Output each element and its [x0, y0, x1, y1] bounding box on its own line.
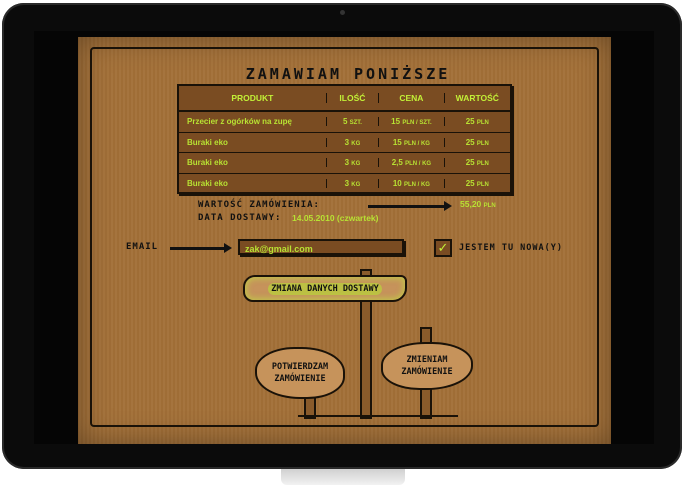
header-price: CENA [378, 93, 443, 103]
order-value: 55,20 PLN [460, 199, 496, 209]
product-name: Przecier z ogórków na zupę [187, 117, 292, 127]
product-name: Buraki eko [187, 137, 228, 147]
row-value: 25 PLN [443, 158, 510, 168]
quantity: 3 KG [325, 158, 379, 168]
delivery-date: 14.05.2010 (czwartek) [292, 213, 379, 223]
signpost-pole [360, 269, 372, 419]
change-delivery-data-button[interactable]: ZMIANA DANYCH DOSTAWY [243, 275, 407, 302]
monitor-frame: ZAMAWIAM PONIŻSZE PRODUKTY: PRODUKT ILOŚ… [2, 3, 682, 469]
confirm-order-button[interactable]: POTWIERDZAM ZAMÓWIENIE [255, 347, 345, 399]
product-name: Buraki eko [187, 178, 228, 188]
email-input[interactable]: zak@gmail.com [238, 239, 404, 255]
change-delivery-data-label: ZMIANA DANYCH DOSTAWY [268, 282, 382, 295]
quantity: 5 SZT. [325, 117, 379, 127]
header-product: PRODUKT [231, 93, 274, 103]
confirm-order-label-line2: ZAMÓWIENIE [274, 374, 326, 384]
table-row: Przecier z ogórków na zupę 5 SZT.15 PLN /… [179, 112, 510, 133]
row-value: 25 PLN [443, 178, 510, 188]
arrow-icon [170, 243, 232, 253]
camera-icon [340, 10, 345, 15]
row-value: 25 PLN [443, 137, 510, 147]
unit-price: 2,5 PLN / KG [378, 158, 443, 168]
screen: ZAMAWIAM PONIŻSZE PRODUKTY: PRODUKT ILOŚ… [34, 31, 654, 444]
change-order-button[interactable]: ZMIENIAM ZAMÓWIENIE [381, 342, 473, 390]
change-order-label-line2: ZAMÓWIENIE [401, 367, 453, 377]
unit-price: 10 PLN / KG [378, 178, 443, 188]
confirm-order-label-line1: POTWIERDZAM [271, 362, 329, 372]
order-value-label: WARTOŚĆ ZAMÓWIENIA: [198, 200, 320, 210]
header-qty: ILOŚĆ [325, 93, 379, 103]
unit-price: 15 PLN / SZT. [378, 117, 443, 127]
row-value: 25 PLN [443, 117, 510, 127]
product-name: Buraki eko [187, 158, 228, 168]
quantity: 3 KG [325, 178, 379, 188]
unit-price: 15 PLN / KG [378, 137, 443, 147]
table-header: PRODUKT ILOŚĆ CENA WARTOŚĆ [179, 86, 510, 112]
ground-line [298, 415, 458, 417]
order-table: PRODUKT ILOŚĆ CENA WARTOŚĆ Przecier z og… [177, 84, 512, 194]
email-label: EMAIL [126, 242, 159, 252]
change-order-label-line1: ZMIENIAM [406, 355, 448, 365]
new-user-checkbox[interactable]: ✓ [434, 239, 452, 257]
arrow-icon [368, 201, 452, 211]
quantity: 3 KG [325, 137, 379, 147]
header-value: WARTOŚĆ [443, 93, 510, 103]
monitor-stand [281, 469, 405, 485]
sketch-border [90, 47, 599, 427]
delivery-date-label: DATA DOSTAWY: [198, 213, 282, 223]
cardboard-panel: ZAMAWIAM PONIŻSZE PRODUKTY: PRODUKT ILOŚ… [78, 37, 611, 444]
new-user-label: JESTEM TU NOWA(Y) [459, 243, 563, 253]
